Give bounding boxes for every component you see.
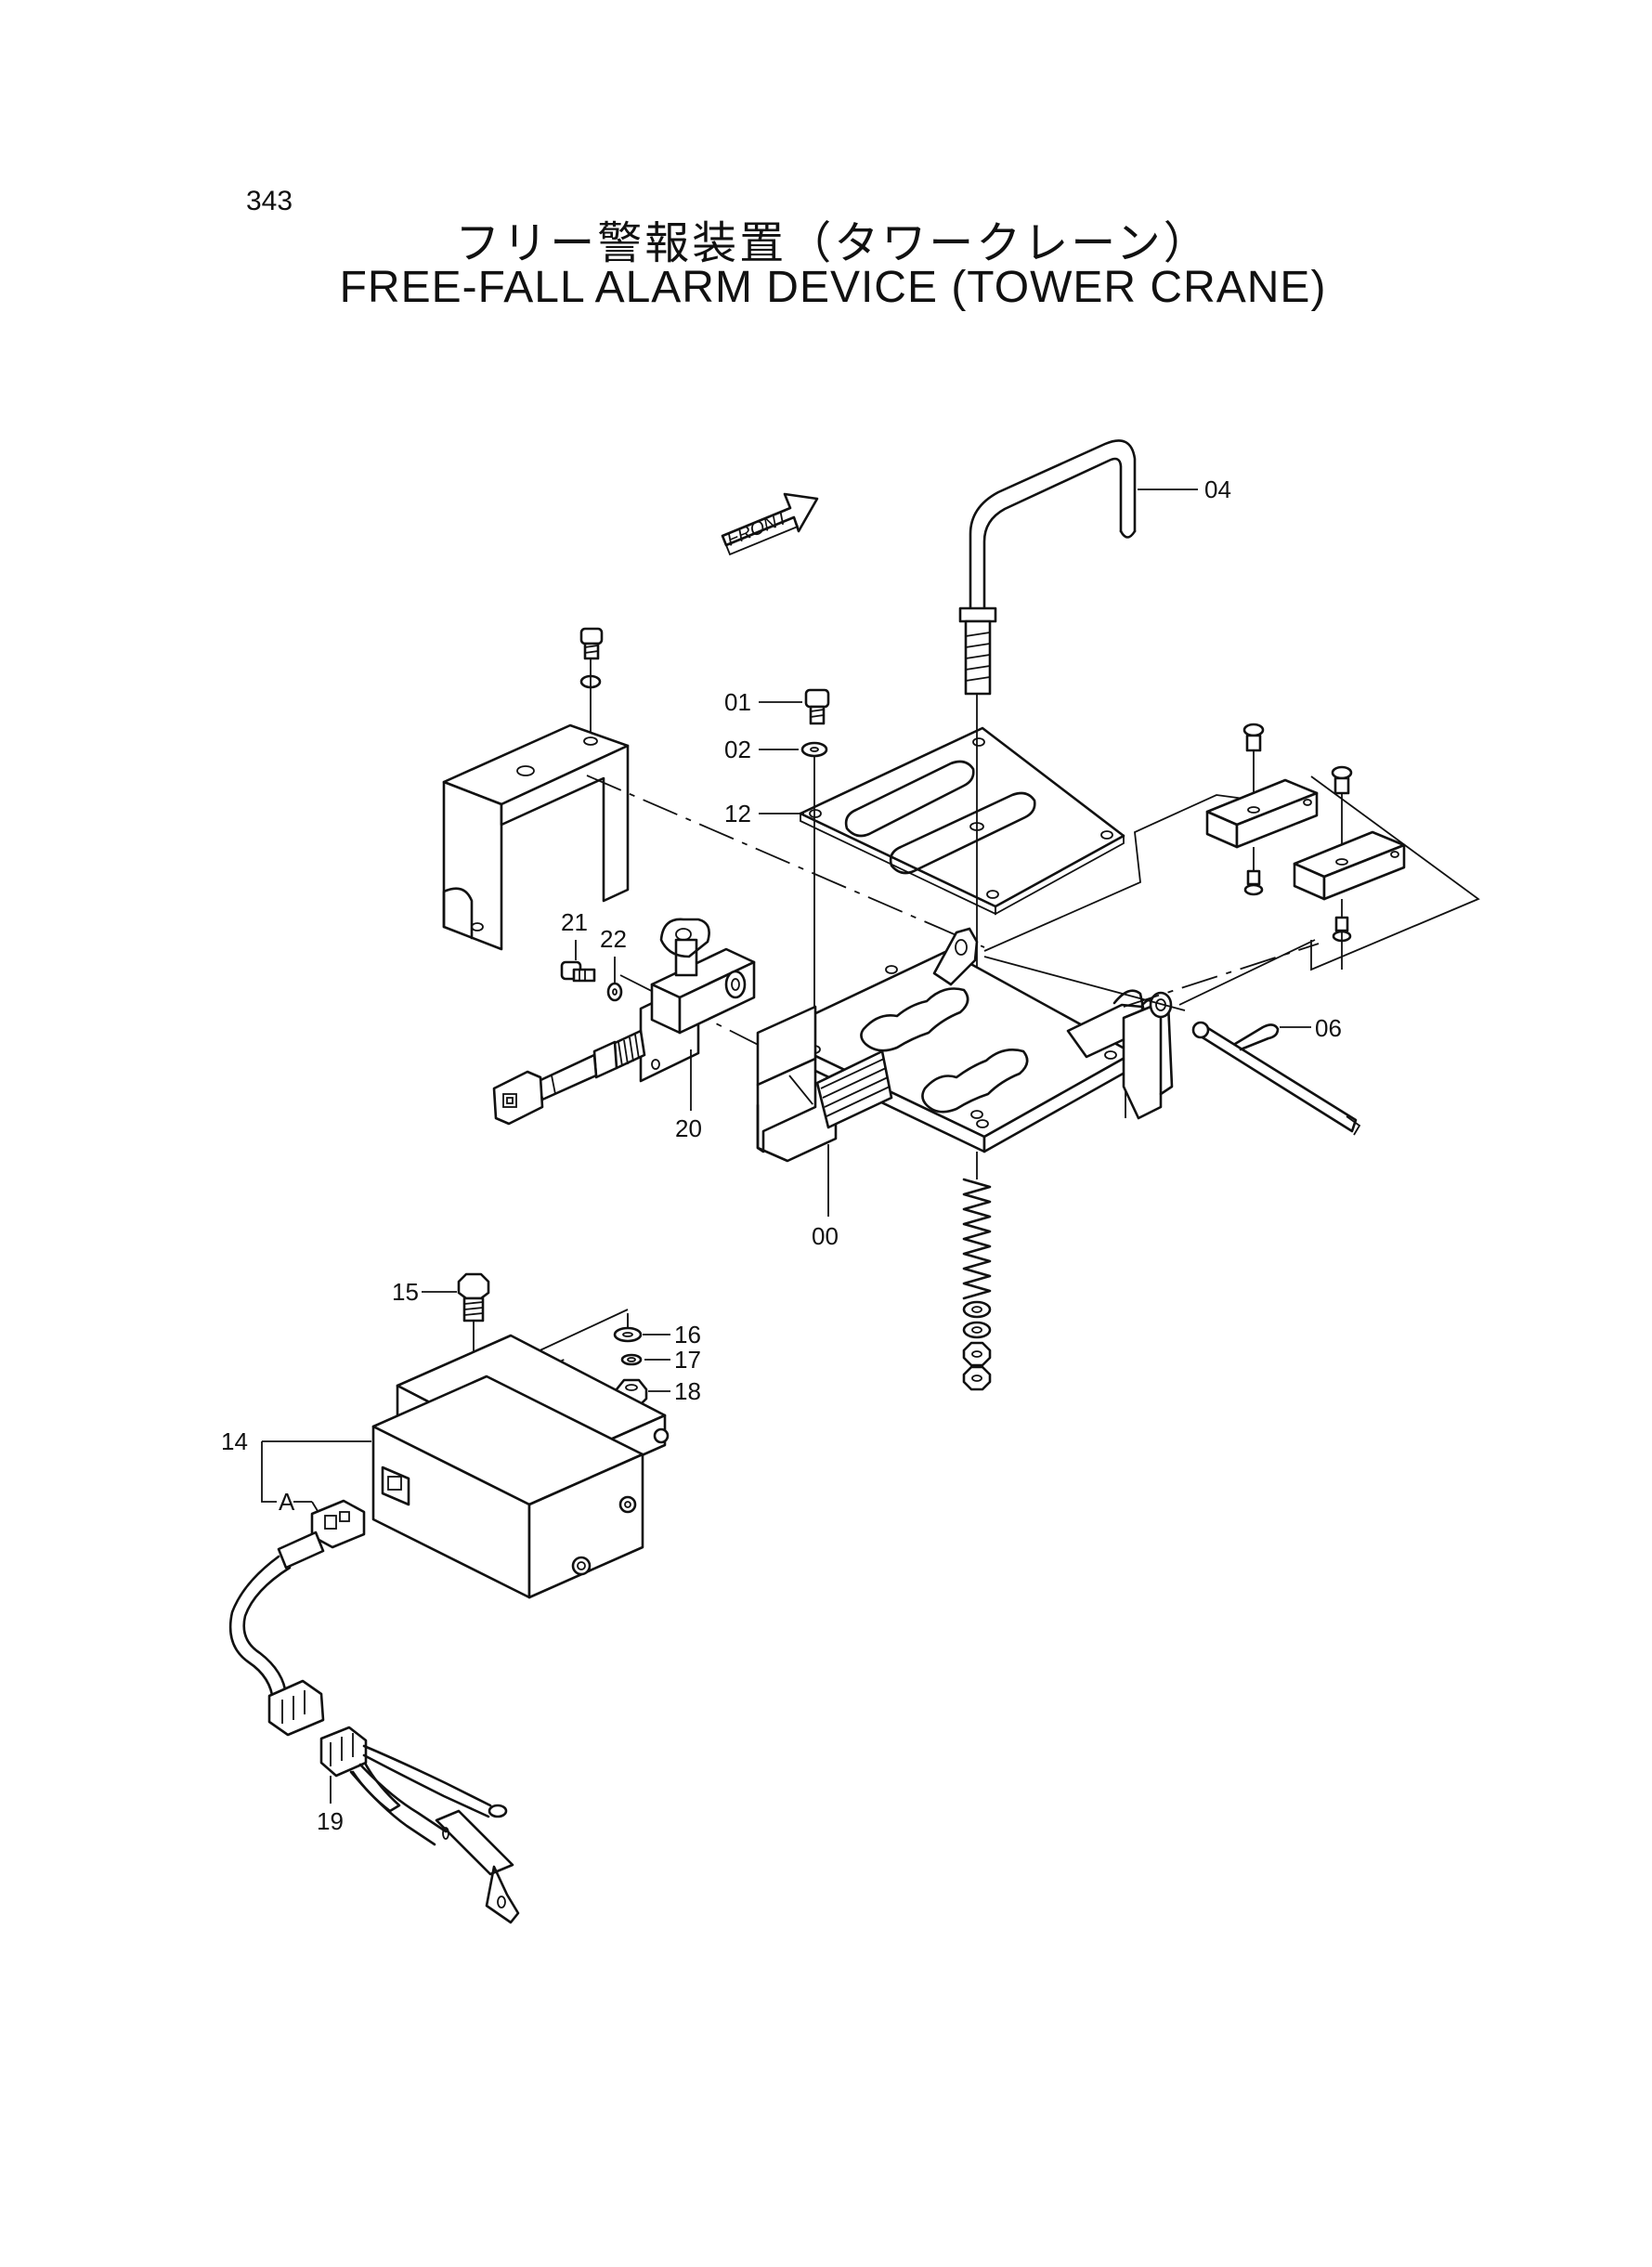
bracket-upper-left xyxy=(442,627,630,951)
front-label: FRONT xyxy=(724,507,793,551)
callout-01: 01 xyxy=(724,688,751,716)
callout-22: 22 xyxy=(600,925,627,953)
base-plate-00 xyxy=(756,927,1174,1163)
callout-00: 00 xyxy=(812,1222,839,1250)
callout-17: 17 xyxy=(674,1346,701,1374)
lock-washer-17 xyxy=(620,1353,643,1366)
callout-04: 04 xyxy=(1204,476,1231,503)
harness-19 xyxy=(228,1499,520,1924)
blocks-right xyxy=(983,723,1480,1011)
bolt-21 xyxy=(560,960,596,983)
bolt-01 xyxy=(804,688,830,725)
washer-02 xyxy=(800,741,828,758)
bolt-15 xyxy=(457,1272,490,1388)
callout-18: 18 xyxy=(674,1377,701,1405)
title-japanese: フリー警報装置（タワークレーン） xyxy=(455,219,1211,268)
washer-22 xyxy=(606,982,623,1002)
title-english: FREE-FALL ALARM DEVICE (TOWER CRANE) xyxy=(339,263,1327,312)
callout-21: 21 xyxy=(561,908,588,936)
callout-16: 16 xyxy=(674,1321,701,1348)
callout-14: 14 xyxy=(221,1427,248,1455)
callout-15: 15 xyxy=(392,1278,419,1306)
switch-20 xyxy=(492,918,756,1126)
washer-16 xyxy=(613,1326,643,1343)
pin-06 xyxy=(1191,1021,1361,1136)
callout-a: A xyxy=(279,1488,295,1516)
front-arrow-icon: FRONT xyxy=(721,492,819,556)
cover-plate-12 xyxy=(799,726,1125,916)
controller-box-14 xyxy=(371,1309,670,1599)
callout-02: 02 xyxy=(724,736,751,763)
callout-06: 06 xyxy=(1315,1014,1342,1042)
rod-04 xyxy=(958,439,1137,696)
callout-20: 20 xyxy=(675,1114,702,1142)
callout-19: 19 xyxy=(317,1807,344,1835)
page-number: 343 xyxy=(246,186,293,216)
spring-stack xyxy=(962,1152,992,1391)
callout-12: 12 xyxy=(724,800,751,827)
